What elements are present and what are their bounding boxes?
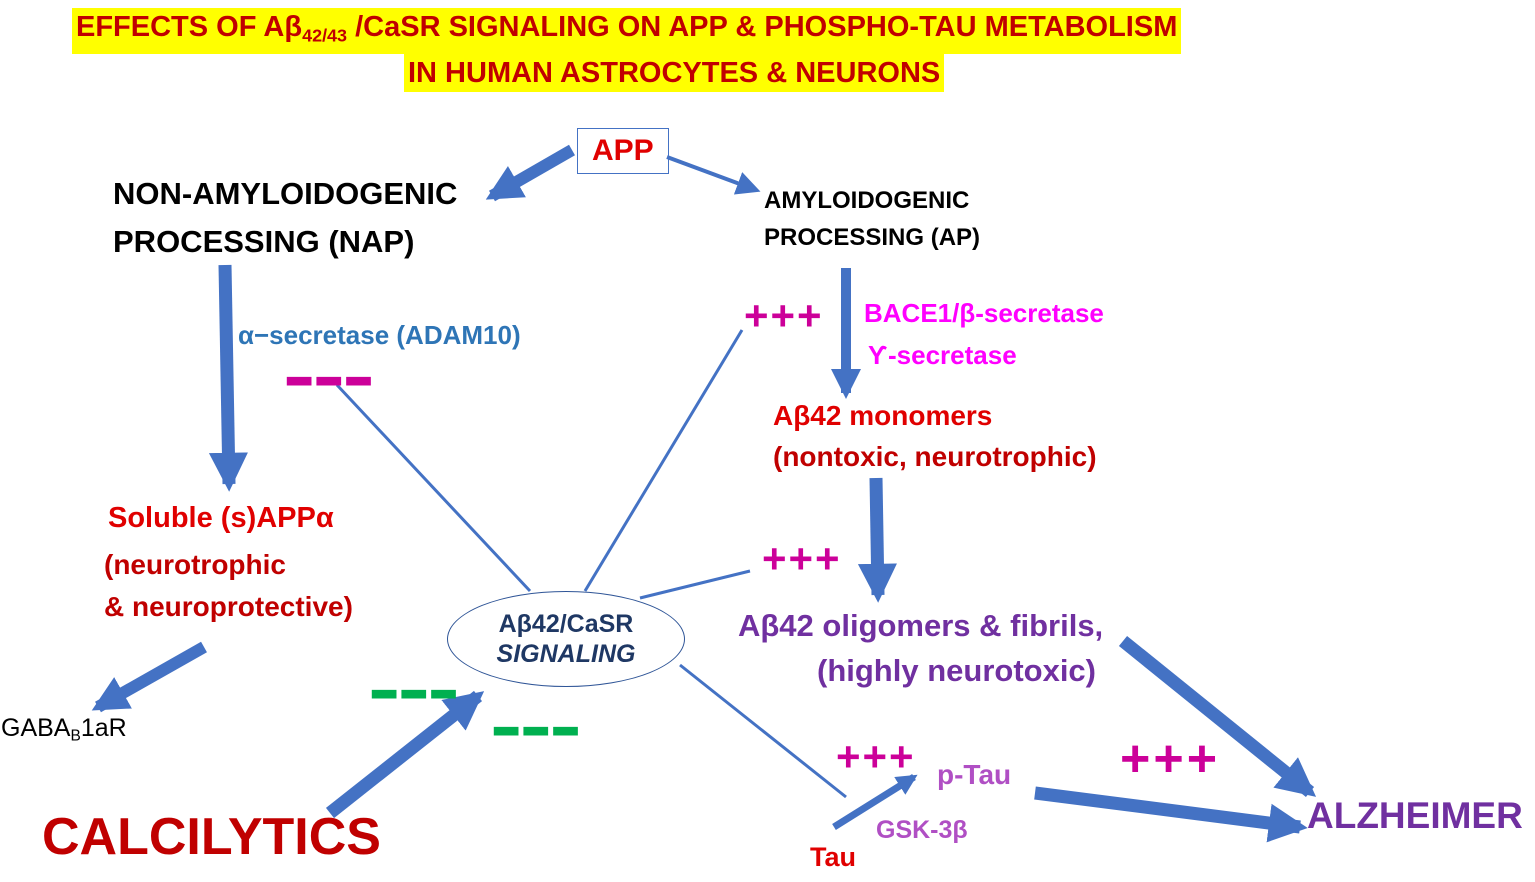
- calcilytics-label: CALCILYTICS: [42, 808, 381, 866]
- minus-sign-calcilytics-left: ---: [368, 649, 460, 729]
- plus-sign-oligomers: +++: [762, 535, 842, 582]
- minus-sign-alpha: ---: [283, 336, 375, 416]
- signaling-line1: Aβ42/CaSR: [498, 610, 634, 638]
- title-prefix: EFFECTS OF Aβ: [76, 11, 303, 43]
- line-signaling-to-bace: [583, 329, 744, 592]
- oligomers-line2: (highly neurotoxic): [817, 653, 1096, 688]
- ptau-label: p-Tau: [937, 759, 1012, 790]
- arrow-calcilytics-to-signaling: [325, 690, 485, 819]
- gaba-receptor-label: GABAB1aR: [1, 714, 127, 746]
- oligomers-line1: Aβ42 oligomers & fibrils,: [738, 608, 1104, 643]
- gaba-suffix: 1aR: [80, 714, 127, 742]
- arrow-tau-to-ptau: [832, 774, 918, 830]
- sapp-line1: Soluble (s)APPα: [108, 502, 334, 534]
- minus-sign-calcilytics-right: ---: [490, 686, 582, 766]
- arrow-app-to-ap: [666, 155, 761, 195]
- gaba-prefix: GABA: [1, 714, 71, 742]
- tau-label: Tau: [810, 842, 856, 872]
- ap-label-line1: AMYLOIDOGENIC: [764, 187, 970, 214]
- arrow-monomers-to-oligomers: [857, 477, 897, 603]
- gaba-subscript: B: [70, 727, 81, 745]
- plus-sign-ptau: +++: [836, 733, 916, 780]
- nap-label-line2: PROCESSING (NAP): [113, 224, 415, 259]
- title-line-2: IN HUMAN ASTROCYTES & NEURONS: [404, 54, 945, 92]
- arrow-sapp-to-gaba: [91, 641, 207, 713]
- ap-label-line2: PROCESSING (AP): [764, 224, 981, 251]
- gamma-secretase-label: Ƴ-secretase: [868, 340, 1017, 370]
- plus-sign-bace: +++: [744, 292, 824, 339]
- nap-label-line1: NON-AMYLOIDOGENIC: [113, 176, 458, 211]
- plus-sign-alzheimer: +++: [1120, 730, 1221, 788]
- title-subscript: 42/43: [302, 25, 348, 46]
- bace1-label: BACE1/β-secretase: [864, 298, 1104, 328]
- sapp-line3: & neuroprotective): [104, 591, 353, 622]
- signaling-ellipse: Aβ42/CaSR SIGNALING: [447, 591, 685, 687]
- app-node: APP: [577, 128, 669, 174]
- sapp-line2: (neurotrophic: [104, 549, 286, 580]
- line-signaling-to-ptau: [679, 663, 847, 799]
- signaling-line2: SIGNALING: [496, 640, 636, 668]
- monomers-line1: Aβ42 monomers: [773, 400, 993, 431]
- line-signaling-to-alpha: [335, 383, 532, 593]
- arrow-ptau-to-alzheimer: [1034, 786, 1308, 843]
- title-suffix: /CaSR SIGNALING ON APP & PHOSPHO-TAU MET…: [347, 11, 1178, 43]
- arrow-app-to-nap: [485, 144, 575, 202]
- arrow-nap-to-sapp: [208, 264, 248, 492]
- monomers-line2: (nontoxic, neurotrophic): [773, 441, 1097, 472]
- gsk3b-label: GSK-3β: [876, 816, 968, 844]
- line-signaling-to-oligomers: [639, 569, 751, 600]
- alzheimer-label: ALZHEIMER: [1307, 795, 1523, 836]
- title-line-1: EFFECTS OF Aβ42/43 /CaSR SIGNALING ON AP…: [72, 8, 1182, 55]
- alpha-secretase-label: α−secretase (ADAM10): [238, 320, 521, 350]
- arrow-oligomers-to-alzheimer: [1118, 635, 1317, 798]
